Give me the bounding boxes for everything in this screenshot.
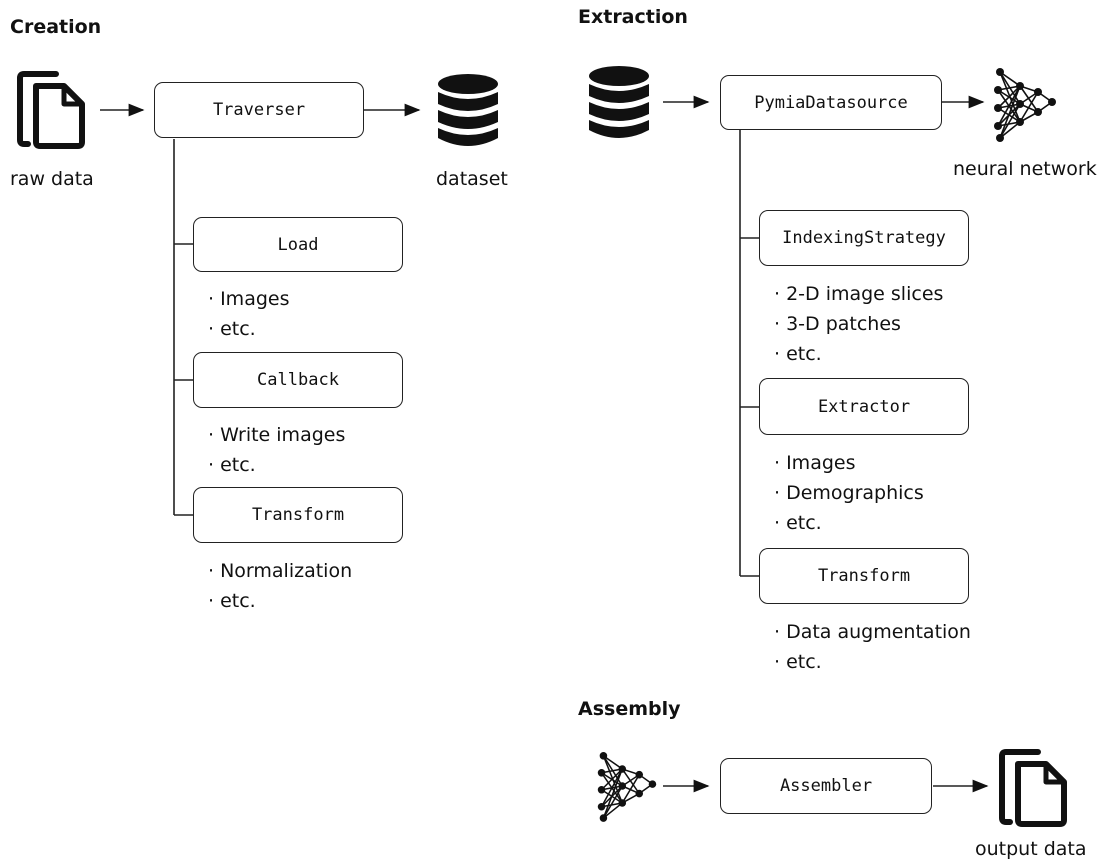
list-item: · Write images: [208, 424, 346, 446]
list-item: · Demographics: [774, 482, 924, 504]
neural-network-caption: neural network: [953, 158, 1097, 180]
list-item: · Images: [208, 288, 290, 310]
list-item: · etc.: [774, 343, 822, 365]
indexing-items: · 2-D image slices · 3-D patches · etc.: [774, 279, 943, 369]
list-item: · etc.: [774, 512, 822, 534]
raw-data-caption: raw data: [10, 168, 94, 190]
dataset-caption: dataset: [436, 168, 508, 190]
datasource-box: PymiaDatasource: [720, 75, 942, 130]
creation-transform-items: · Normalization · etc.: [208, 556, 352, 616]
extractor-items: · Images · Demographics · etc.: [774, 448, 924, 538]
list-item: · 2-D image slices: [774, 283, 944, 305]
list-item: · Data augmentation: [774, 621, 971, 643]
load-items: · Images · etc.: [208, 284, 289, 344]
extraction-title: Extraction: [578, 6, 688, 28]
indexing-box: IndexingStrategy: [759, 210, 969, 266]
list-item: · Normalization: [208, 560, 353, 582]
traverser-box: Traverser: [154, 82, 364, 138]
database-icon: [438, 74, 498, 146]
load-box: Load: [193, 217, 403, 272]
extractor-box: Extractor: [759, 378, 969, 435]
extraction-transform-box: Transform: [759, 548, 969, 604]
list-item: · etc.: [208, 590, 256, 612]
list-item: · etc.: [208, 454, 256, 476]
output-data-caption: output data: [975, 838, 1087, 860]
document-icon: [17, 71, 85, 149]
list-item: · etc.: [208, 318, 256, 340]
neural-network-icon: [597, 752, 657, 822]
callback-box: Callback: [193, 352, 403, 408]
callback-items: · Write images · etc.: [208, 420, 345, 480]
document-icon: [999, 749, 1067, 827]
list-item: · Images: [774, 452, 856, 474]
creation-title: Creation: [10, 16, 102, 38]
neural-network-icon: [994, 68, 1056, 142]
list-item: · 3-D patches: [774, 313, 901, 335]
assembler-box: Assembler: [720, 758, 932, 814]
extraction-transform-items: · Data augmentation · etc.: [774, 617, 971, 677]
assembly-title: Assembly: [578, 698, 681, 720]
database-icon: [589, 66, 649, 138]
creation-transform-box: Transform: [193, 487, 403, 543]
list-item: · etc.: [774, 651, 822, 673]
